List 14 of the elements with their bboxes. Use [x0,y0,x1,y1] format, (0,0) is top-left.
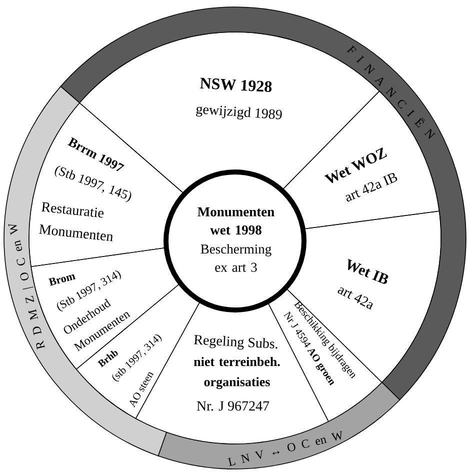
circle-text: Bescherming ex art 3 [200,244,272,272]
segment-heading: Brom [48,274,76,286]
segment-heading: niet terreinbeh. organisaties [194,356,280,390]
segment-heading: Brhb [97,350,118,368]
segment-text: art 42a [338,287,373,310]
band-label: F I N A N C I Ë N [346,45,436,139]
circle-heading: Monumenten wet 1998 [198,207,274,235]
band-label: L N V ↔ O C en W [228,430,342,466]
segment-heading: NSW 1928 [200,78,272,92]
segment-text: Restauratie Monumenten [38,202,113,242]
segment-text: Nr. J 967247 [196,401,270,411]
segment-text: gewijzigd 1989 [196,106,282,120]
segment-heading: Wet IB [348,258,388,284]
segment-text: Regeling Subs. [194,334,278,350]
